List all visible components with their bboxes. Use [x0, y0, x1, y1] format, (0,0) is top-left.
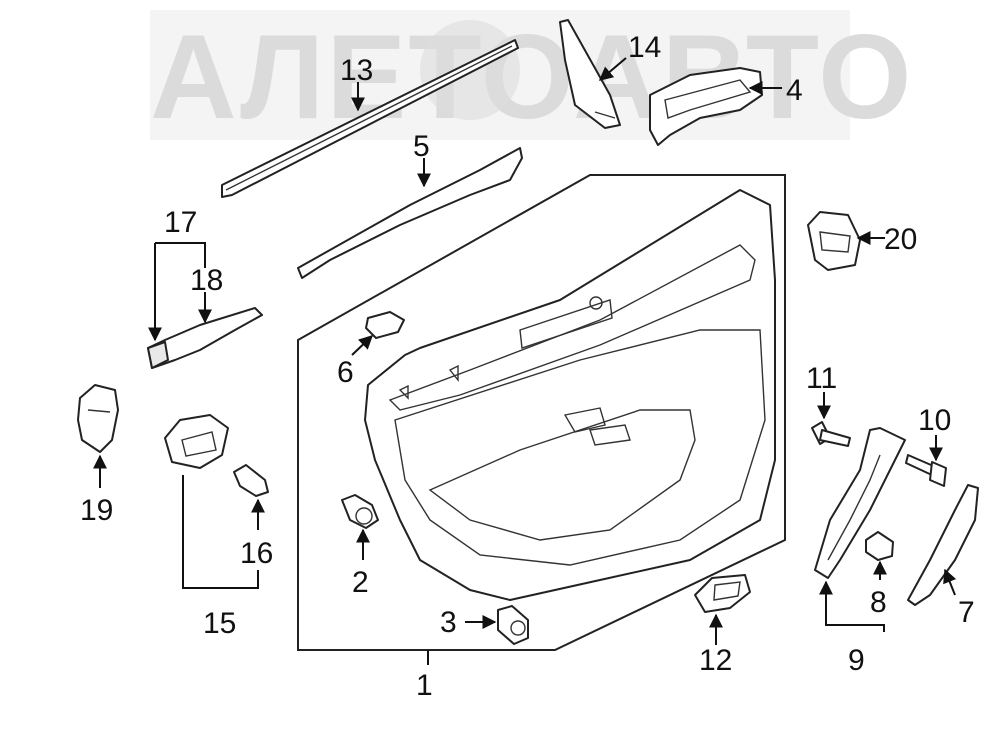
callout-7: 7	[958, 596, 975, 629]
part-4-inner-handle	[649, 67, 763, 146]
part-13-belt-molding	[221, 39, 519, 198]
part-12-switch	[694, 574, 751, 613]
callout-19: 19	[80, 494, 113, 527]
leader-lines	[93, 57, 957, 665]
callout-15: 15	[203, 607, 236, 640]
part-5-trim-strip	[297, 147, 523, 279]
callout-labels: 1 2 3 4 5 6 7 8 9 10 11 12 13 14 15 16 1…	[80, 31, 975, 702]
callout-8: 8	[870, 586, 887, 619]
callout-14: 14	[628, 31, 661, 64]
callout-10: 10	[918, 404, 951, 437]
callout-4: 4	[786, 74, 803, 107]
callout-12: 12	[699, 644, 732, 677]
part-3-fastener	[497, 605, 529, 645]
part-18-bracket	[147, 307, 263, 369]
part-10-screw	[905, 454, 947, 487]
part-9-pull-handle	[814, 427, 906, 579]
callout-20: 20	[884, 223, 917, 256]
part-20-window-switch	[807, 211, 861, 271]
part-16-bulb	[233, 464, 269, 497]
callout-3: 3	[440, 606, 457, 639]
part-6-clip	[365, 311, 405, 339]
part-15-light-housing	[164, 414, 229, 469]
part-7-trim-strip	[907, 484, 979, 606]
callout-17: 17	[164, 206, 197, 239]
callout-6: 6	[337, 356, 354, 389]
part-11-screw	[811, 421, 851, 447]
callout-11: 11	[806, 362, 837, 395]
callout-2: 2	[352, 566, 369, 599]
callout-16: 16	[240, 537, 273, 570]
callout-1: 1	[416, 669, 433, 702]
watermark-text: АЛЕТОАВТО	[150, 10, 913, 144]
callout-5: 5	[413, 130, 430, 163]
callout-13: 13	[340, 54, 373, 87]
part-19-connector	[77, 384, 119, 453]
part-2-push-clip	[341, 494, 379, 529]
callout-18: 18	[190, 264, 223, 297]
part-14-mirror-cover	[559, 19, 621, 129]
part-8-clip	[865, 531, 894, 561]
callout-9: 9	[848, 644, 865, 677]
part-1-door-trim-panel	[297, 174, 786, 651]
